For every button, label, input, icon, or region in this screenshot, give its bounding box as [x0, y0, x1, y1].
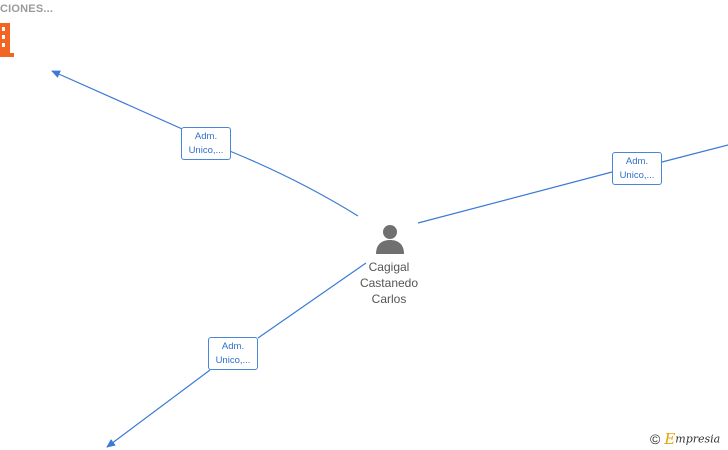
edge-label-line: Adm.: [625, 156, 649, 167]
brand-logo-text: mpresia: [675, 432, 721, 446]
brand-footer: ©Empresia: [650, 430, 720, 448]
edge-line-right: [417, 144, 728, 224]
edge-label-bottom-left[interactable]: Adm. Unico,...: [208, 337, 258, 370]
person-name-line: Carlos: [371, 292, 407, 306]
copyright-icon: ©: [650, 431, 661, 447]
edge-label-line: Adm.: [194, 131, 218, 142]
person-name[interactable]: Cagigal Castanedo Carlos: [348, 259, 430, 307]
edge-label-line: Adm.: [221, 341, 245, 352]
person-name-line: Cagigal: [368, 260, 410, 274]
edge-label-line: Unico,...: [619, 170, 655, 181]
person-name-line: Castanedo: [359, 276, 419, 290]
edge-label-line: Unico,...: [215, 355, 251, 366]
brand-logo-initial: E: [664, 430, 676, 448]
edge-line-bottom-left: [107, 262, 367, 447]
edge-label-line: Unico,...: [188, 145, 224, 156]
edge-label-top-left[interactable]: Adm. Unico,...: [181, 127, 231, 160]
edge-label-right[interactable]: Adm. Unico,...: [612, 152, 662, 185]
edge-line-top-left: [51, 70, 359, 217]
company-name-label[interactable]: CIONES...: [0, 3, 54, 15]
person-icon[interactable]: [375, 224, 405, 254]
building-icon[interactable]: [0, 23, 14, 57]
